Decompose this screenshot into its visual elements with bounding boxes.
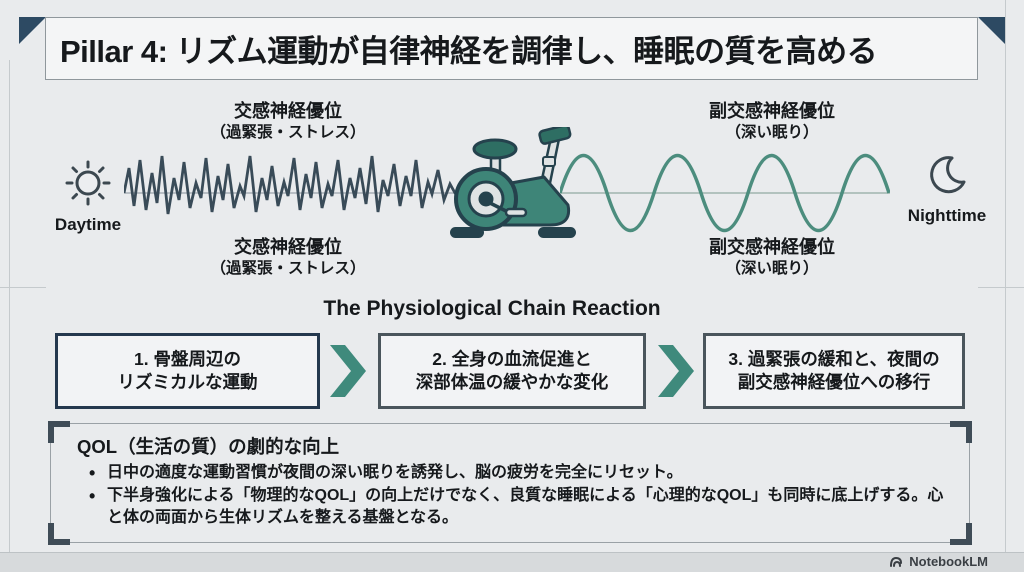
corner-bracket xyxy=(950,421,972,443)
sun-icon xyxy=(65,160,111,206)
chain-heading: The Physiological Chain Reaction xyxy=(323,297,661,320)
chevron-right-icon xyxy=(330,345,366,397)
frame-line xyxy=(1005,0,1006,572)
chain-step-2: 2. 全身の血流促進と 深部体温の緩やかな変化 xyxy=(378,333,646,409)
moon-icon xyxy=(930,156,966,194)
frame-line xyxy=(0,287,46,288)
chain-step-3: 3. 過緊張の緩和と、夜間の 副交感神経優位への移行 xyxy=(703,333,965,409)
corner-accent-right xyxy=(978,17,1005,44)
watermark: NotebookLM xyxy=(890,552,988,570)
title-bar: Pillar 4: リズム運動が自律神経を調律し、睡眠の質を高める xyxy=(45,17,978,80)
sympathetic-waveform xyxy=(124,155,459,215)
chain-step-1: 1. 骨盤周辺の リズミカルな運動 xyxy=(55,333,320,409)
bottom-band xyxy=(0,552,1024,572)
frame-line xyxy=(9,60,10,572)
daytime-label: Daytime xyxy=(54,215,122,234)
label-parasympathetic-top: 副交感神経優位 （深い眠り） xyxy=(709,101,835,141)
label-parasympathetic-bottom: 副交感神経優位 （深い眠り） xyxy=(709,237,835,277)
qol-summary-box: QOL（生活の質）の劇的な向上 日中の適度な運動習慣が夜間の深い眠りを誘発し、脳… xyxy=(48,421,972,545)
nighttime-block: Nighttime xyxy=(892,153,1002,226)
qol-heading: QOL（生活の質）の劇的な向上 xyxy=(77,436,340,457)
label-sympathetic-bottom: 交感神経優位 （過緊張・ストレス） xyxy=(210,237,366,277)
corner-bracket xyxy=(950,523,972,545)
watermark-label: NotebookLM xyxy=(909,553,988,569)
nighttime-label: Nighttime xyxy=(907,206,987,225)
daytime-block: Daytime xyxy=(33,158,143,235)
qol-bullet: 下半身強化による「物理的なQOL」の向上だけでなく、良質な睡眠による「心理的なQ… xyxy=(89,484,953,530)
qol-bullet: 日中の適度な運動習慣が夜間の深い眠りを誘発し、脳の疲労を完全にリセット。 xyxy=(89,461,953,486)
page-title: Pillar 4: リズム運動が自律神経を調律し、睡眠の質を高める xyxy=(60,34,878,69)
exercise-bike-icon xyxy=(450,127,576,238)
label-sympathetic-top: 交感神経優位 （過緊張・ストレス） xyxy=(210,101,366,141)
chevron-right-icon xyxy=(658,345,694,397)
qol-bullet-list: 日中の適度な運動習慣が夜間の深い眠りを誘発し、脳の疲労を完全にリセット。 下半身… xyxy=(89,461,953,530)
notebooklm-logo-icon xyxy=(890,556,903,567)
corner-bracket xyxy=(48,421,70,443)
frame-line xyxy=(978,287,1024,288)
corner-accent-left xyxy=(19,17,46,44)
parasympathetic-waveform xyxy=(560,154,890,232)
corner-bracket xyxy=(48,523,70,545)
